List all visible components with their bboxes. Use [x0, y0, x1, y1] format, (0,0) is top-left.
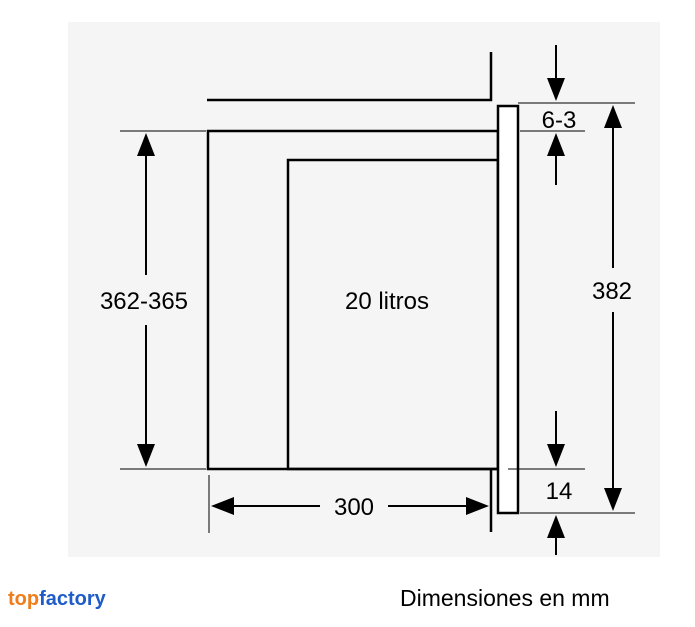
- arrow-left-depth: [211, 497, 234, 515]
- brand-logo: topfactory: [8, 588, 106, 611]
- arrow-down-bottom-gap: [547, 444, 565, 467]
- arrow-down-cavity-height: [137, 444, 155, 467]
- cabinet-top-edge: [207, 52, 493, 102]
- arrow-down-top-gap: [547, 78, 565, 101]
- label-depth: 300: [334, 494, 374, 521]
- label-top-gap: 6-3: [542, 107, 577, 134]
- front-panel: [496, 104, 520, 515]
- logo-factory-text: factory: [39, 588, 106, 610]
- arrow-up-bottom-gap: [547, 515, 565, 538]
- arrow-up-total-height: [604, 105, 622, 128]
- arrow-up-top-gap: [547, 133, 565, 156]
- dimensions-caption: Dimensiones en mm: [400, 585, 610, 611]
- arrow-right-depth: [466, 497, 489, 515]
- label-total-height: 382: [592, 278, 632, 305]
- logo-top-text: top: [8, 588, 40, 610]
- label-cavity-height: 362-365: [100, 288, 188, 315]
- label-bottom-gap: 14: [546, 478, 573, 505]
- arrow-up-cavity-height: [137, 133, 155, 156]
- arrow-down-total-height: [604, 488, 622, 511]
- label-volume: 20 litros: [345, 288, 429, 315]
